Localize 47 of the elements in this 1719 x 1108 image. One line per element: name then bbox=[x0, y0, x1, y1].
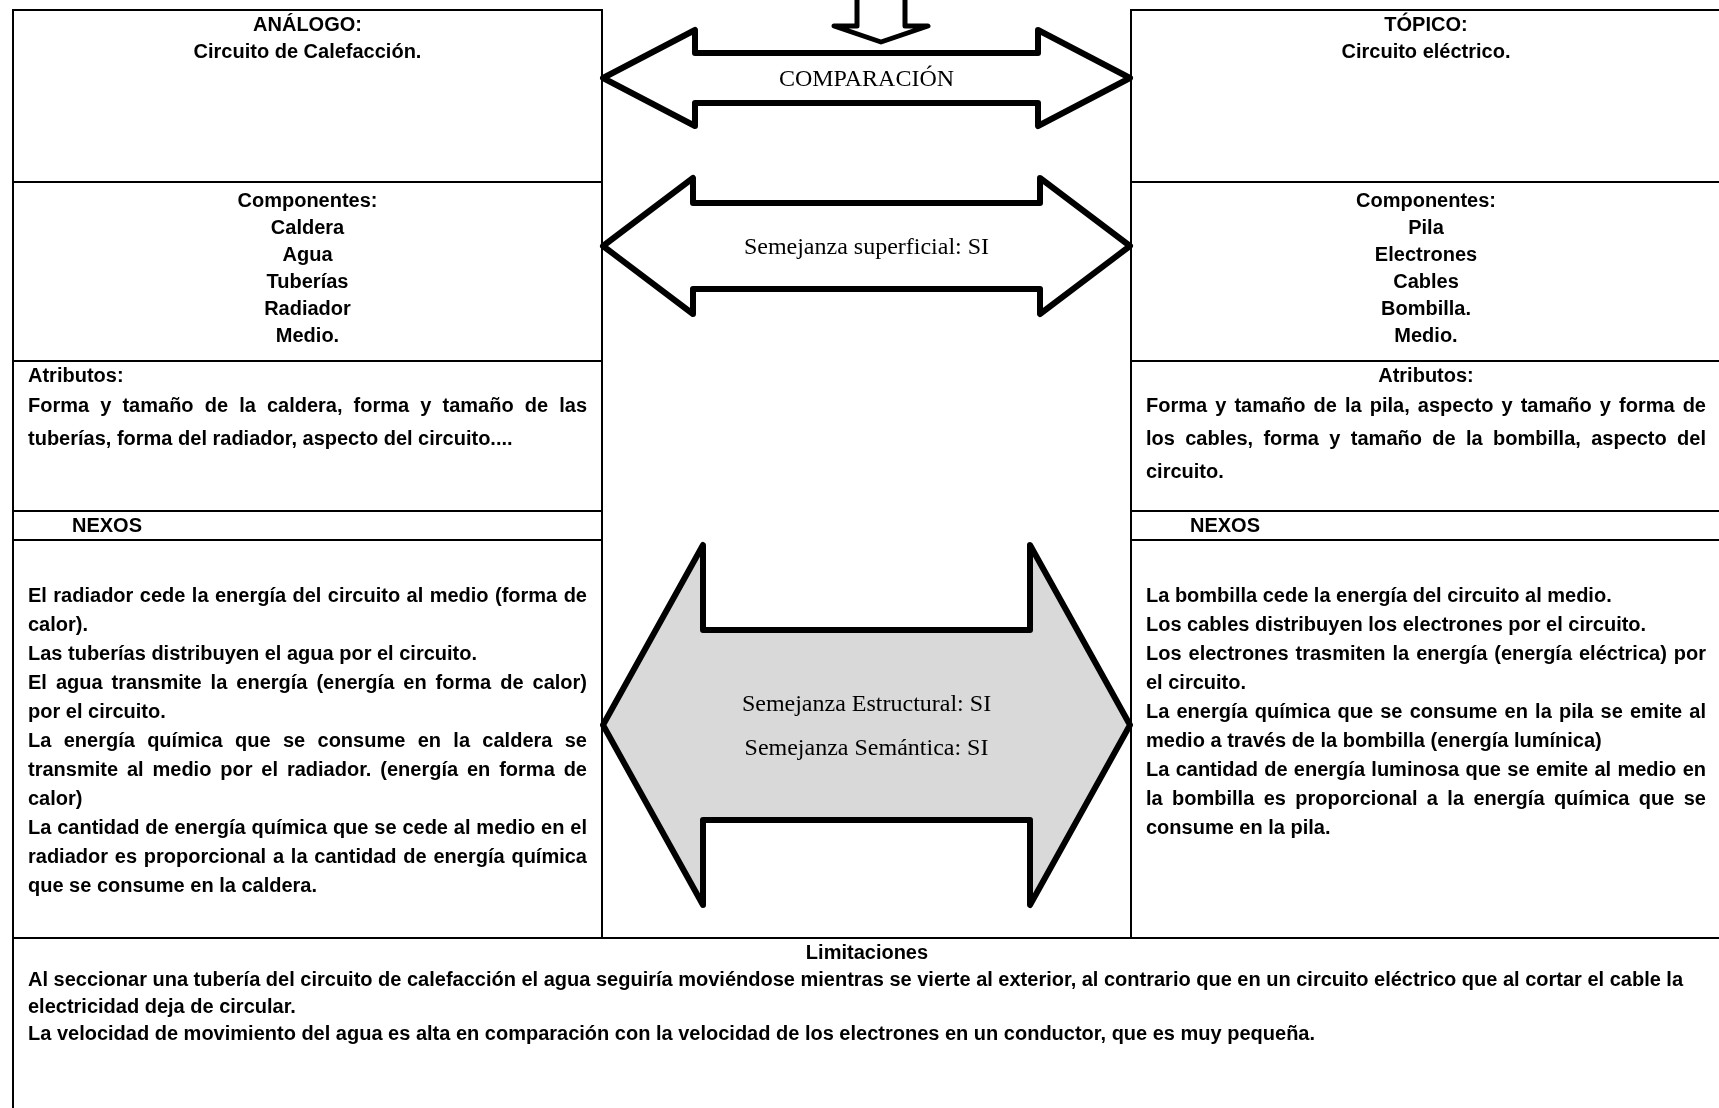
heading-text: Atributos: bbox=[1378, 363, 1474, 388]
heading-text: NEXOS bbox=[72, 513, 143, 538]
edge-label: Semejanza superficial: SI bbox=[742, 232, 991, 261]
heading-text: NEXOS bbox=[1190, 513, 1261, 538]
list-item-text: Agua bbox=[282, 242, 333, 267]
list-item-text: Circuito de Calefacción. bbox=[193, 39, 422, 64]
body-text: El agua transmite la energía (energía en forma de calor) por el circuito. bbox=[28, 670, 587, 724]
edge-label: COMPARACIÓN bbox=[777, 64, 956, 93]
body-text: La energía química que se consume en la caldera se transmite al medio por el radiador. (energía en forma de calor) bbox=[28, 728, 587, 811]
double-arrow bbox=[600, 175, 1133, 317]
heading-text: Componentes: bbox=[1356, 188, 1496, 213]
edge-label: Semejanza Estructural: SI Semejanza Semántica: SI bbox=[740, 689, 993, 762]
body-text: La cantidad de energía luminosa que se emite al medio en la bombilla es proporcional a la energía química que se consume en la pila. bbox=[1146, 757, 1706, 840]
double-arrow bbox=[600, 542, 1133, 908]
list-item-text: Radiador bbox=[264, 296, 351, 321]
list-item-text: Medio. bbox=[1394, 323, 1458, 348]
body-text: Las tuberías distribuyen el agua por el circuito. bbox=[28, 641, 478, 666]
body-text: La cantidad de energía química que se cede al medio en el radiador es proporcional a la cantidad de energía química que se consume en la caldera. bbox=[28, 815, 587, 898]
components-panel bbox=[12, 181, 603, 362]
topic-panel bbox=[1130, 9, 1719, 183]
list-item-text: Tuberías bbox=[266, 269, 349, 294]
list-item-text: Electrones bbox=[1374, 242, 1478, 267]
links-panel bbox=[12, 539, 603, 939]
list-item-text: Medio. bbox=[275, 323, 340, 348]
heading-text: Componentes: bbox=[237, 188, 378, 213]
double-arrow bbox=[600, 27, 1133, 129]
heading-text: Atributos: bbox=[28, 363, 124, 388]
body-text: Los cables distribuyen los electrones por el circuito. bbox=[1146, 612, 1648, 637]
body-text: Al seccionar una tubería del circuito de calefacción el agua seguiría moviéndose mientras se vierte al exterior, al contrario que en un circuito eléctrico que al cortar el cable la electricidad deja de circular. bbox=[28, 967, 1685, 1019]
attributes-panel bbox=[12, 360, 603, 512]
list-item-text: Pila bbox=[1408, 215, 1444, 240]
links-header-panel bbox=[12, 510, 603, 541]
body-text: Forma y tamaño de la caldera, forma y tamaño de las tuberías, forma del radiador, aspecto del circuito.... bbox=[28, 393, 587, 451]
heading-text: ANÁLOGO: bbox=[253, 12, 362, 37]
list-item-text: Bombilla. bbox=[1381, 296, 1471, 321]
heading-text: TÓPICO: bbox=[1384, 11, 1468, 37]
body-text: Forma y tamaño de la pila, aspecto y tamaño y forma de los cables, forma y tamaño de la bombilla, aspecto del circuito. bbox=[1146, 393, 1706, 484]
body-text: La velocidad de movimiento del agua es alta en comparación con la velocidad de los electrones en un conductor, que es muy pequeña. bbox=[28, 1021, 1317, 1046]
list-item-text: Caldera bbox=[270, 215, 345, 240]
heading-text: El radiador cede la energía del circuito al medio (forma de calor). bbox=[28, 583, 587, 637]
analog-panel bbox=[12, 9, 603, 183]
heading-text: La bombilla cede la energía del circuito al medio. bbox=[1146, 583, 1612, 608]
body-text: La energía química que se consume en la pila se emite al medio a través de la bombilla (energía lumínica) bbox=[1146, 699, 1706, 753]
list-item-text: Circuito eléctrico. bbox=[1341, 39, 1511, 64]
heading-text: Limitaciones bbox=[805, 940, 929, 965]
list-item-text: Cables bbox=[1393, 269, 1459, 294]
body-text: Los electrones trasmiten la energía (energía eléctrica) por el circuito. bbox=[1146, 641, 1706, 695]
